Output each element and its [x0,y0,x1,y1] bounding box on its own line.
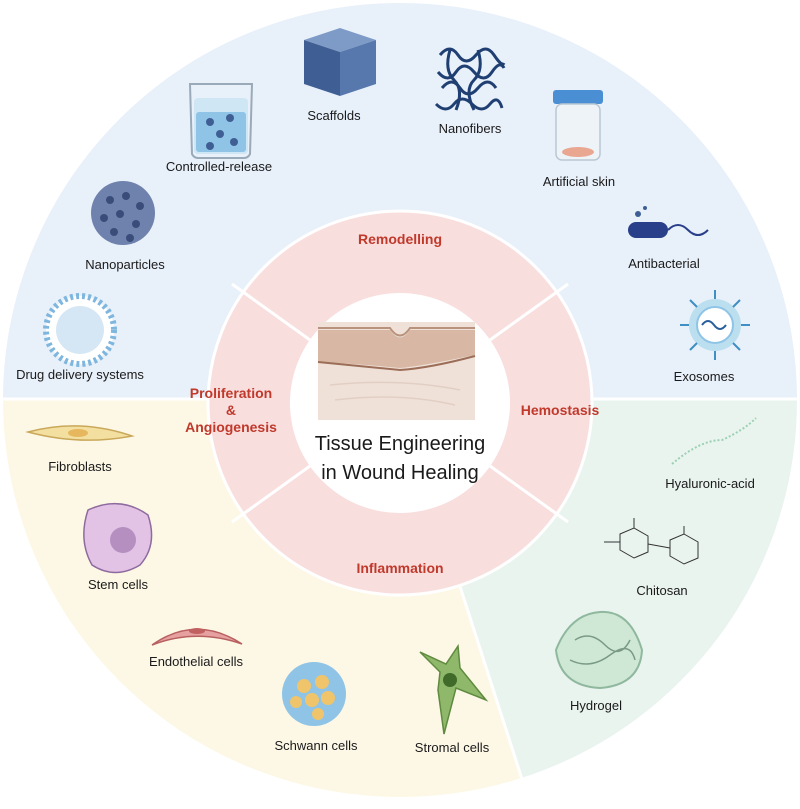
phase-proliferation-line1: Proliferation [189,385,273,401]
schwann-cell-icon [282,662,346,726]
phase-remodelling: Remodelling [357,231,443,247]
center-title-line2: in Wound Healing [321,462,479,484]
stromal-cell-icon [419,643,489,735]
stem-cell-icon [83,502,153,574]
hyaluronic-acid-icon [671,417,757,465]
phase-proliferation-line2: & [225,402,237,418]
nanofibers-icon [434,47,506,111]
hydrogel-icon [554,610,644,690]
scaffolds-icon [304,28,376,96]
label-nanofibers: Nanofibers [438,121,502,136]
label-schwann-cells: Schwann cells [274,738,358,753]
label-nanoparticles: Nanoparticles [85,257,165,272]
endothelial-cell-icon [151,628,243,646]
exosome-icon [680,290,750,360]
label-fibroblasts: Fibroblasts [48,459,112,474]
fibroblast-icon [25,425,135,441]
label-stem-cells: Stem cells [88,577,148,592]
liposome-icon [43,293,117,367]
label-hyaluronic-acid: Hyaluronic-acid [665,476,755,491]
phase-hemostasis: Hemostasis [520,402,600,418]
label-hydrogel: Hydrogel [569,698,623,713]
label-antibacterial: Antibacterial [628,256,700,271]
label-stromal-cells: Stromal cells [414,740,490,755]
jar-icon [553,90,603,161]
nanoparticle-icon [91,181,155,245]
phase-proliferation-angiogenesis: Proliferation & Angiogenesis [185,385,277,436]
label-exosomes: Exosomes [673,369,735,384]
center-title-line1: Tissue Engineering [314,433,486,455]
center-title: Tissue Engineering in Wound Healing [315,430,485,488]
label-scaffolds: Scaffolds [307,108,361,123]
label-chitosan: Chitosan [636,583,688,598]
label-artificial-skin: Artificial skin [542,174,616,189]
ring-dividers [231,282,569,524]
label-drug-delivery-systems: Drug delivery systems [16,367,144,382]
bacterium-icon [628,206,709,238]
phase-proliferation-line3: Angiogenesis [185,419,277,435]
skin-cross-section-image [317,322,476,420]
beaker-icon [188,83,254,159]
phase-inflammation: Inflammation [356,560,444,576]
chitosan-structure-icon [604,518,699,565]
label-endothelial-cells: Endothelial cells [149,654,243,669]
label-controlled-release: Controlled-release [165,159,273,174]
